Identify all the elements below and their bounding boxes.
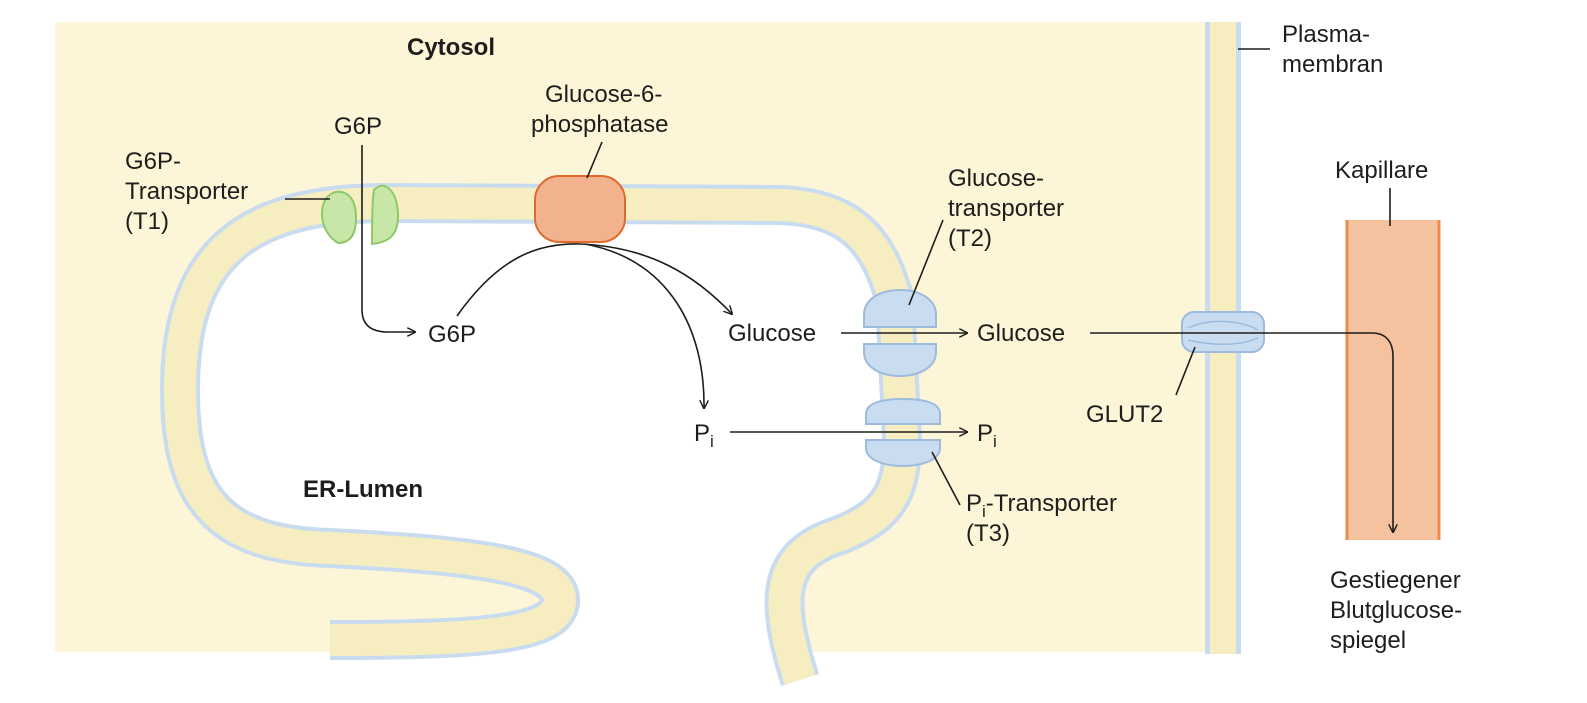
glucose-lumen-label: Glucose — [728, 320, 816, 347]
glucose-6-phosphatase-enzyme — [534, 175, 626, 243]
er-membrane — [163, 186, 919, 685]
arrow-g6p-into-lumen — [361, 145, 415, 332]
g6p-transporter-t1-right — [370, 184, 400, 246]
t2-label-line2: transporter — [948, 195, 1064, 222]
t1-label-line3: (T1) — [125, 208, 169, 235]
g6pase-label-line1: Glucose-6- — [545, 81, 662, 108]
arrow-enzyme-to-glucose — [579, 243, 732, 314]
g6p-transporter-t1-left — [320, 190, 358, 245]
pointer-glut2 — [1175, 346, 1196, 396]
pointer-t3 — [931, 451, 961, 506]
t3-label-line1: Pi-Transporter — [966, 490, 1117, 521]
g6p-lumen-label: G6P — [428, 321, 476, 348]
g6pase-label-line2: phosphatase — [531, 111, 668, 138]
t2-label-line1: Glucose- — [948, 165, 1044, 192]
arrow-enzyme-to-pi — [584, 243, 704, 408]
plasma-membrane-label-line1: Plasma- — [1282, 21, 1370, 48]
er-lumen-label: ER-Lumen — [303, 476, 423, 503]
glut2-transporter — [1181, 311, 1265, 353]
pointer-t2 — [908, 219, 944, 306]
t1-label-line1: G6P- — [125, 148, 181, 175]
pointer-g6pase — [586, 141, 603, 179]
arrow-g6p-to-enzyme — [456, 243, 581, 317]
t3-label-line2: (T3) — [966, 520, 1010, 547]
blood-glucose-label-line1: Gestiegener — [1330, 567, 1461, 594]
pi-lumen-label: Pi — [694, 420, 714, 451]
plasma-membrane-label-line2: membran — [1282, 51, 1383, 78]
blood-glucose-label-line2: Blutglucose- — [1330, 597, 1462, 624]
glut2-highlight — [1187, 320, 1259, 346]
glut2-label: GLUT2 — [1086, 401, 1163, 428]
er-lumen-area — [55, 203, 1250, 703]
glucose-transporter-t2-top — [863, 288, 937, 328]
cytosol-label: Cytosol — [407, 34, 495, 61]
pi-cytosol-label: Pi — [977, 420, 997, 451]
blood-glucose-label-line3: spiegel — [1330, 627, 1406, 654]
glucose-transporter-t2-bottom — [863, 343, 937, 378]
t2-label-line3: (T2) — [948, 225, 992, 252]
capillary-label: Kapillare — [1335, 157, 1428, 184]
arrow-glucose-to-blood — [1090, 332, 1393, 532]
t1-label-line2: Transporter — [125, 178, 248, 205]
pi-transporter-t3-bottom — [865, 439, 941, 468]
glucose-cytosol-label: Glucose — [977, 320, 1065, 347]
pi-transporter-t3-top — [865, 397, 941, 425]
g6p-top-label: G6P — [334, 113, 382, 140]
